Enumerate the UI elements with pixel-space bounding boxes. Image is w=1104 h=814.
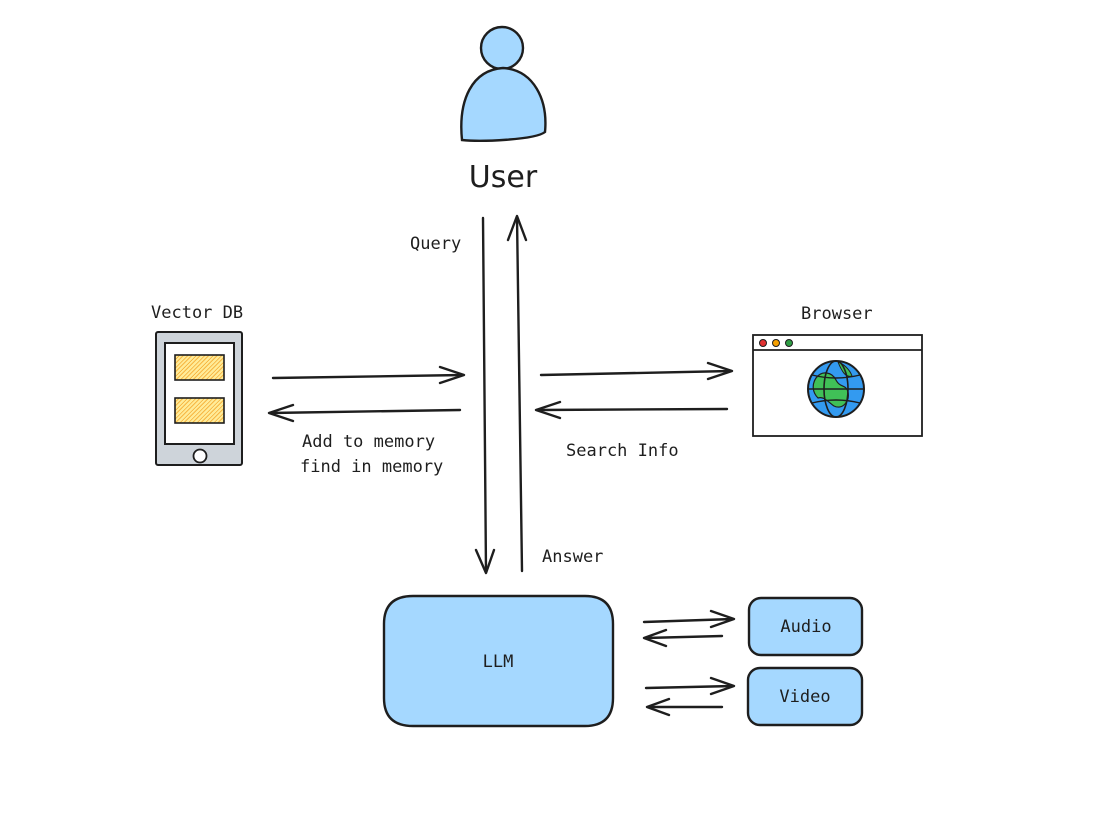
- browser-node: Browser: [752, 304, 923, 437]
- answer-arrow: [506, 214, 528, 573]
- user-icon: [460, 25, 547, 142]
- query-arrow: [474, 216, 496, 575]
- audio-label: Audio: [780, 617, 831, 637]
- search-request-arrow: [539, 361, 734, 381]
- search-response-arrow: [534, 400, 729, 420]
- audio-node: Audio: [747, 596, 864, 657]
- browser-icon: [752, 334, 923, 437]
- user-node: User: [460, 25, 547, 195]
- globe-icon: [807, 360, 865, 418]
- find-in-memory-label: find in memory: [300, 457, 443, 477]
- llm-to-video-arrow: [644, 676, 736, 696]
- vector-db-label: Vector DB: [151, 303, 243, 323]
- video-to-llm-arrow: [645, 697, 724, 717]
- vector-db-icon: [155, 331, 243, 466]
- video-label: Video: [779, 687, 830, 707]
- vector-db-node: Vector DB: [151, 303, 243, 466]
- add-to-memory-label: Add to memory: [302, 432, 435, 452]
- user-label: User: [469, 160, 538, 195]
- answer-label: Answer: [542, 547, 603, 567]
- llm-label: LLM: [483, 652, 514, 672]
- audio-to-llm-arrow: [642, 628, 724, 648]
- llm-to-audio-arrow: [642, 609, 736, 629]
- query-label: Query: [410, 234, 461, 254]
- video-node: Video: [746, 666, 864, 727]
- add-to-memory-arrow: [271, 365, 466, 385]
- search-info-label: Search Info: [566, 441, 679, 461]
- find-in-memory-arrow: [267, 403, 462, 423]
- browser-label: Browser: [801, 304, 873, 324]
- llm-node: LLM: [382, 594, 615, 728]
